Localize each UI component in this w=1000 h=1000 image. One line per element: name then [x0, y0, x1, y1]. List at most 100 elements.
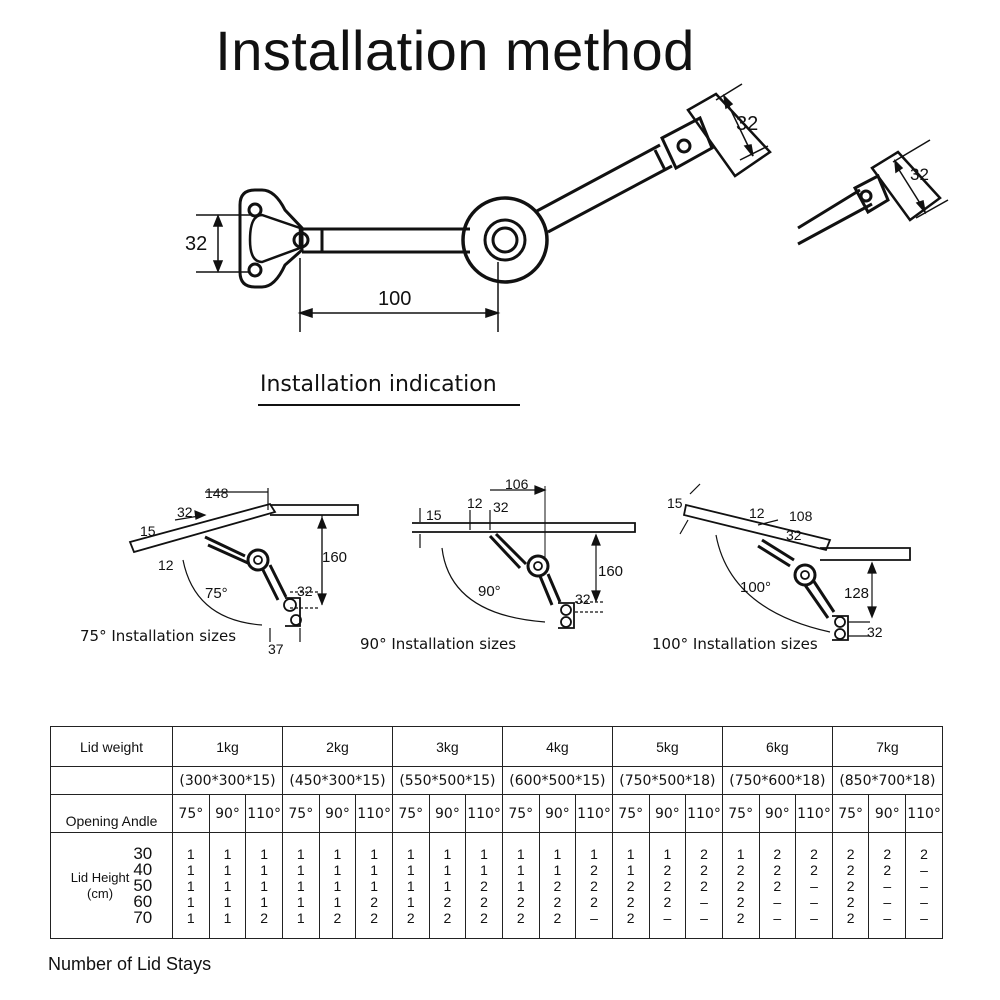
- d100-angle: 100°: [740, 579, 771, 596]
- d75-15: 15: [140, 523, 156, 539]
- angle-cell: 110°: [575, 794, 613, 834]
- weight-6kg: 6kg: [721, 725, 833, 768]
- angle-cell: 75°: [611, 794, 650, 834]
- stay-count-col: 1 1 1 2 2: [428, 832, 467, 939]
- d75-angle: 75°: [205, 585, 228, 602]
- size-7kg: (850*700*18): [831, 766, 944, 796]
- page-title: Installation method: [215, 19, 695, 82]
- subtitle-underline: [258, 404, 520, 406]
- pivot-disc: [461, 196, 549, 284]
- lid-stay-table: Lid weight 1kg 2kg 3kg 4kg 5kg 6kg 7kg (…: [50, 725, 944, 939]
- size-3kg: (550*500*15): [391, 766, 503, 796]
- stay-count-col: 2 – – – –: [905, 832, 943, 939]
- d90-106: 106: [505, 476, 529, 492]
- lid-height-values: 30 40 50 60 70: [133, 843, 153, 927]
- angle-cell: 90°: [648, 794, 687, 834]
- angle-cell: 75°: [281, 794, 320, 834]
- stay-count-col: 1 2 2 2 –: [648, 832, 687, 939]
- size-row: (300*300*15) (450*300*15) (550*500*15) (…: [50, 766, 944, 796]
- d90-32b: 32: [575, 591, 591, 607]
- stay-count-col: 2 2 – – –: [795, 832, 833, 939]
- angle-cell: 75°: [831, 794, 870, 834]
- diagram-100: [682, 503, 911, 641]
- caption-100: 100° Installation sizes: [652, 635, 818, 653]
- d100-15: 15: [667, 495, 683, 511]
- stay-count-col: 1 1 1 1 1: [172, 832, 210, 939]
- d75-12: 12: [158, 557, 174, 573]
- d100-32a: 32: [786, 527, 802, 543]
- weight-2kg: 2kg: [281, 725, 393, 768]
- angle-cell: 110°: [905, 794, 943, 834]
- stay-count-row: Lid Height (cm) 30 40 50 60 70 1 1 1 1 1…: [50, 832, 943, 939]
- stay-count-col: 2 2 2 – –: [758, 832, 797, 939]
- stay-count-col: 1 1 1 2 2: [501, 832, 540, 939]
- d90-15: 15: [426, 507, 442, 523]
- d100-32b: 32: [867, 624, 883, 640]
- stay-count-col: 2 2 2 – –: [685, 832, 723, 939]
- size-6kg: (750*600*18): [721, 766, 833, 796]
- table-footer: Number of Lid Stays: [48, 954, 212, 974]
- angle-cell: 110°: [355, 794, 393, 834]
- size-2kg: (450*300*15): [281, 766, 393, 796]
- d75-37: 37: [268, 641, 284, 657]
- d75-32a: 32: [177, 504, 193, 520]
- lid-weight-label: Lid weight: [50, 725, 173, 768]
- section-subtitle: Installation indication: [260, 372, 497, 397]
- angle-cell: 110°: [465, 794, 503, 834]
- weight-7kg: 7kg: [831, 725, 944, 768]
- dim-32-left: 32: [185, 233, 207, 255]
- size-1kg: (300*300*15): [172, 766, 283, 796]
- d100-108: 108: [789, 508, 813, 524]
- lid-height-cell: Lid Height (cm) 30 40 50 60 70: [50, 832, 173, 939]
- dim-32-detail: 32: [910, 165, 929, 184]
- opening-angle-label: Opening Andle: [50, 794, 173, 834]
- weight-4kg: 4kg: [501, 725, 613, 768]
- weight-5kg: 5kg: [611, 725, 723, 768]
- detail-view: [797, 150, 942, 246]
- stay-count-col: 1 2 2 2 2: [721, 832, 760, 939]
- left-bracket: [238, 188, 304, 289]
- angle-cell: 110°: [245, 794, 283, 834]
- angle-cell: 90°: [318, 794, 357, 834]
- angle-cell: 110°: [795, 794, 833, 834]
- angle-cell: 110°: [685, 794, 723, 834]
- d90-angle: 90°: [478, 583, 501, 600]
- angle-row: Opening Andle 75° 90° 110° 75° 90° 110° …: [50, 794, 943, 834]
- angle-cell: 75°: [501, 794, 540, 834]
- dim-100: 100: [378, 288, 411, 310]
- lid-height-label: Lid Height (cm): [70, 869, 130, 901]
- weight-3kg: 3kg: [391, 725, 503, 768]
- stay-count-col: 1 1 1 1 1: [208, 832, 247, 939]
- stay-count-col: 2 2 – – –: [868, 832, 907, 939]
- d90-12: 12: [467, 495, 483, 511]
- d100-128: 128: [844, 585, 869, 602]
- d75-148: 148: [205, 485, 229, 501]
- d75-32b: 32: [297, 583, 313, 599]
- stay-count-col: 1 1 1 2 2: [355, 832, 393, 939]
- caption-75: 75° Installation sizes: [80, 627, 237, 645]
- angle-cell: 90°: [428, 794, 467, 834]
- angle-cell: 90°: [868, 794, 907, 834]
- size-5kg: (750*500*18): [611, 766, 723, 796]
- stay-count-col: 1 1 1 1 2: [318, 832, 357, 939]
- size-4kg: (600*500*15): [501, 766, 613, 796]
- stay-count-col: 2 2 2 2 2: [831, 832, 870, 939]
- d75-160: 160: [322, 549, 347, 566]
- angle-cell: 90°: [208, 794, 247, 834]
- angle-cell: 75°: [172, 794, 210, 834]
- weight-row: Lid weight 1kg 2kg 3kg 4kg 5kg 6kg 7kg: [50, 725, 944, 768]
- size-label-empty: [50, 766, 173, 796]
- diagram-90: [412, 522, 636, 629]
- dim-32-right: 32: [736, 113, 758, 135]
- weight-1kg: 1kg: [172, 725, 283, 768]
- stay-count-col: 1 1 2 2 2: [465, 832, 503, 939]
- angle-cell: 90°: [758, 794, 797, 834]
- stay-count-col: 1 1 2 2 2: [538, 832, 577, 939]
- stay-count-col: 1 1 2 2 2: [611, 832, 650, 939]
- d90-160: 160: [598, 563, 623, 580]
- angle-cell: 75°: [391, 794, 430, 834]
- stay-count-col: 1 2 2 2 –: [575, 832, 613, 939]
- d90-32a: 32: [493, 499, 509, 515]
- stay-count-col: 1 1 1 1 2: [245, 832, 283, 939]
